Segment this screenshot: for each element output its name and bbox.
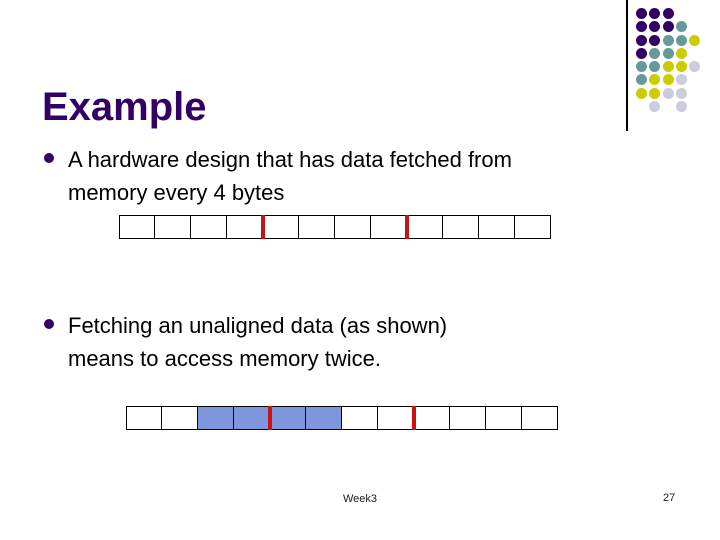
memory-cell	[306, 406, 342, 430]
memory-cell	[450, 406, 486, 430]
memory-cell	[119, 215, 155, 239]
bullet-icon	[44, 153, 54, 163]
decoration-dot	[675, 61, 687, 73]
decoration-dot	[649, 34, 661, 46]
slide-title: Example	[42, 84, 207, 129]
memory-cell	[270, 406, 306, 430]
corner-dots	[636, 8, 702, 114]
footer-week-label: Week3	[342, 493, 378, 505]
decoration-dot	[636, 34, 647, 46]
decoration-dot	[689, 61, 701, 73]
memory-cell	[335, 215, 371, 239]
memory-cell	[191, 215, 227, 239]
decoration-dot	[649, 61, 661, 73]
memory-cell	[162, 406, 198, 430]
bullet-text-2: Fetching an unaligned data (as shown) me…	[68, 309, 447, 375]
memory-cell	[342, 406, 378, 430]
bullet-1-line-1: A hardware design that has data fetched …	[68, 147, 512, 172]
memory-cell	[263, 215, 299, 239]
memory-diagram-unaligned	[126, 406, 558, 430]
decoration-dot	[636, 47, 647, 59]
decoration-dot	[649, 101, 661, 113]
memory-cell	[522, 406, 558, 430]
word-boundary-mark	[261, 215, 265, 239]
decoration-dot	[689, 34, 701, 46]
decoration-dot	[649, 8, 661, 19]
decoration-dot	[649, 87, 661, 99]
memory-cell	[227, 215, 263, 239]
decoration-dot	[675, 74, 687, 86]
decoration-dot	[636, 87, 647, 99]
word-boundary-mark	[405, 215, 409, 239]
memory-cell	[407, 215, 443, 239]
decoration-dot	[662, 34, 674, 46]
bullet-icon	[44, 319, 54, 329]
word-boundary-mark	[268, 406, 272, 430]
decoration-dot	[649, 74, 661, 86]
decoration-dot	[636, 8, 647, 19]
decoration-dot	[636, 21, 647, 33]
word-boundary-mark	[412, 406, 416, 430]
decoration-dot	[675, 87, 687, 99]
decoration-dot	[662, 21, 674, 33]
memory-cell	[486, 406, 522, 430]
decoration-dot	[662, 74, 674, 86]
bullet-item-1: A hardware design that has data fetched …	[44, 143, 512, 209]
decoration-dot	[662, 61, 674, 73]
bullet-text-1: A hardware design that has data fetched …	[68, 143, 512, 209]
memory-cell	[443, 215, 479, 239]
decoration-dot	[662, 87, 674, 99]
bullet-1-line-2: memory every 4 bytes	[68, 180, 285, 205]
memory-cell	[378, 406, 414, 430]
memory-cell	[126, 406, 162, 430]
bullet-2-line-2: means to access memory twice.	[68, 346, 381, 371]
decoration-dot	[649, 47, 661, 59]
decoration-dot	[675, 47, 687, 59]
decoration-dot	[675, 34, 687, 46]
decoration-vertical-line	[626, 0, 628, 131]
bullet-item-2: Fetching an unaligned data (as shown) me…	[44, 309, 447, 375]
memory-cell	[371, 215, 407, 239]
decoration-dot	[662, 8, 674, 19]
memory-cell	[155, 215, 191, 239]
decoration-dot	[636, 74, 647, 86]
memory-cell	[299, 215, 335, 239]
decoration-dot	[662, 47, 674, 59]
decoration-dot	[636, 61, 647, 73]
memory-cell	[515, 215, 551, 239]
decoration-dot	[649, 21, 661, 33]
decoration-dot	[675, 21, 687, 33]
footer-page-number: 27	[663, 492, 676, 504]
memory-cell	[414, 406, 450, 430]
memory-cell	[479, 215, 515, 239]
bullet-2-line-1: Fetching an unaligned data (as shown)	[68, 313, 448, 338]
memory-diagram-aligned	[119, 215, 551, 239]
memory-cell	[198, 406, 234, 430]
memory-cell	[234, 406, 270, 430]
decoration-dot	[675, 101, 687, 113]
